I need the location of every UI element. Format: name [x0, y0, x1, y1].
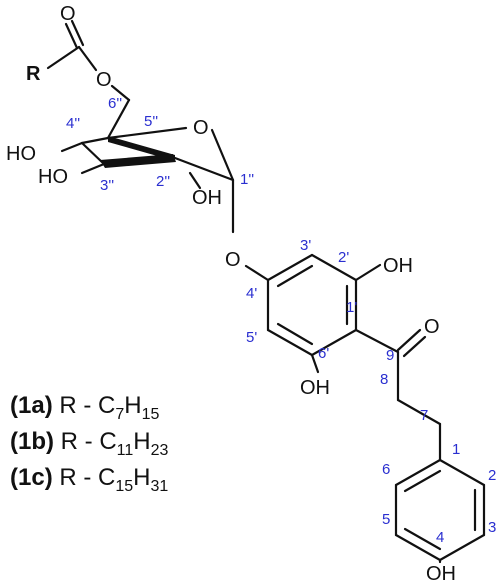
legend-subscript-c: 7 — [115, 405, 125, 423]
ketone-oxygen-label: O — [424, 316, 440, 338]
ketone-double-bond-b — [402, 335, 427, 358]
hydroxyl-6p-label: OH — [300, 377, 330, 399]
number-4pp: 4'' — [66, 115, 80, 132]
c8-c7-bond — [396, 398, 442, 426]
number-3pp: 3'' — [100, 177, 114, 194]
atom-numbering: 6'' 5'' 4'' 3'' 2'' 1'' 3' 2' 4' 1' 5' 6… — [66, 95, 496, 546]
number-2: 2 — [488, 467, 496, 484]
number-3p: 3' — [300, 237, 311, 254]
ring-a-bond-5 — [266, 328, 314, 357]
c3pp-c4pp-bond — [80, 141, 106, 166]
glucose-ring — [60, 98, 235, 234]
legend-mid: H — [133, 428, 151, 455]
number-2p: 2' — [338, 249, 349, 266]
legend-subscript-h: 15 — [141, 405, 160, 423]
number-5p: 5' — [246, 329, 257, 346]
ring-b-bond-4 — [394, 533, 442, 562]
ring-a-inner-1 — [276, 264, 314, 288]
c4pp-c5pp-wedge — [108, 136, 175, 161]
legend-tag: (1b) — [10, 428, 54, 455]
legend-subscript-h: 23 — [150, 441, 169, 459]
ring-a-inner-3 — [276, 322, 314, 346]
c6p-oh-bond — [310, 353, 320, 374]
ring-b-inner-2 — [403, 527, 442, 551]
c2pp-oh-bond — [188, 171, 202, 190]
hydroxyl-4-label: OH — [426, 563, 456, 584]
aromatic-ring-b — [394, 458, 486, 564]
number-6p: 6' — [318, 345, 329, 362]
hydroxyl-3pp-label: HO — [38, 166, 68, 188]
number-7: 7 — [420, 407, 428, 424]
legend-subscript-c: 15 — [115, 477, 134, 495]
number-3: 3 — [488, 519, 496, 536]
carbonyl-double-bond-a — [64, 22, 79, 50]
hydroxyl-2p-label: OH — [383, 255, 413, 277]
ring-a-bond-2 — [310, 253, 358, 282]
legend-mid: H — [133, 464, 151, 491]
ester-o-to-c6pp-bond — [110, 84, 131, 102]
glycosidic-o-to-c4p-bond — [244, 264, 270, 282]
legend-row-1a: (1a) R - C7H15 — [10, 392, 159, 424]
number-8: 8 — [380, 371, 388, 388]
c4pp-oh-bond — [60, 141, 84, 153]
number-5pp: 5'' — [144, 113, 158, 130]
c5pp-ring-o-bond — [106, 126, 188, 140]
legend-row-1b: (1b) R - C11H23 — [10, 428, 168, 460]
number-6pp: 6'' — [108, 95, 122, 112]
ring-b-bond-6 — [394, 458, 442, 487]
legend-tag: (1c) — [10, 464, 53, 491]
ring-oxygen-label: O — [193, 117, 209, 139]
acyl-to-ester-o-bond — [77, 45, 98, 72]
number-5: 5 — [382, 511, 390, 528]
number-1p: 1' — [346, 299, 357, 316]
hydroxyl-2pp-label: OH — [192, 187, 222, 209]
number-2pp: 2'' — [156, 173, 170, 190]
acyl-group — [46, 19, 131, 102]
legend-subscript-h: 31 — [150, 477, 169, 495]
propanone-chain — [354, 328, 442, 462]
ring-b-inner-3 — [403, 469, 442, 493]
number-4: 4 — [436, 529, 444, 546]
legend-tag: (1a) — [10, 392, 53, 419]
legend-text: R - C — [59, 392, 116, 419]
c3pp-oh-bond — [80, 162, 106, 175]
c1pp-c2pp-bond — [173, 156, 235, 182]
legend-text: R - C — [60, 428, 117, 455]
ketone-double-bond-a — [396, 328, 422, 352]
ester-oxygen-label: O — [96, 69, 112, 91]
legend-mid: H — [124, 392, 142, 419]
c3pp-c2pp-wedge — [100, 154, 176, 168]
carbonyl-oxygen-label: O — [60, 3, 76, 25]
hydroxyl-4pp-label: HO — [6, 143, 36, 165]
c2p-oh-bond — [354, 263, 382, 282]
legend-subscript-c: 11 — [116, 441, 134, 459]
c1p-c9-bond — [354, 328, 400, 354]
number-1: 1 — [452, 441, 460, 458]
glycosidic-oxygen-label: O — [225, 249, 241, 271]
number-1pp: 1'' — [240, 171, 254, 188]
c4pp-link-bond — [80, 136, 110, 145]
ring-a-bond-1 — [266, 253, 314, 282]
number-9: 9 — [386, 347, 394, 364]
number-6: 6 — [382, 461, 390, 478]
number-4p: 4' — [246, 285, 257, 302]
acyl-to-r-bond — [46, 45, 81, 70]
ring-b-bond-3 — [438, 533, 486, 562]
ring-a-bond-4 — [310, 328, 358, 357]
legend-row-1c: (1c) R - C15H31 — [10, 464, 168, 496]
aromatic-ring-a — [244, 253, 382, 374]
r-group-label: R — [26, 63, 41, 85]
legend-text: R - C — [59, 464, 116, 491]
ring-b-bond-1 — [438, 458, 486, 487]
ring-o-c1pp-bond — [210, 128, 235, 182]
c6pp-c5pp-bond — [106, 98, 131, 140]
atom-labels: O O R O HO HO OH O OH O OH OH — [6, 3, 456, 584]
carbonyl-double-bond-b — [70, 19, 85, 47]
